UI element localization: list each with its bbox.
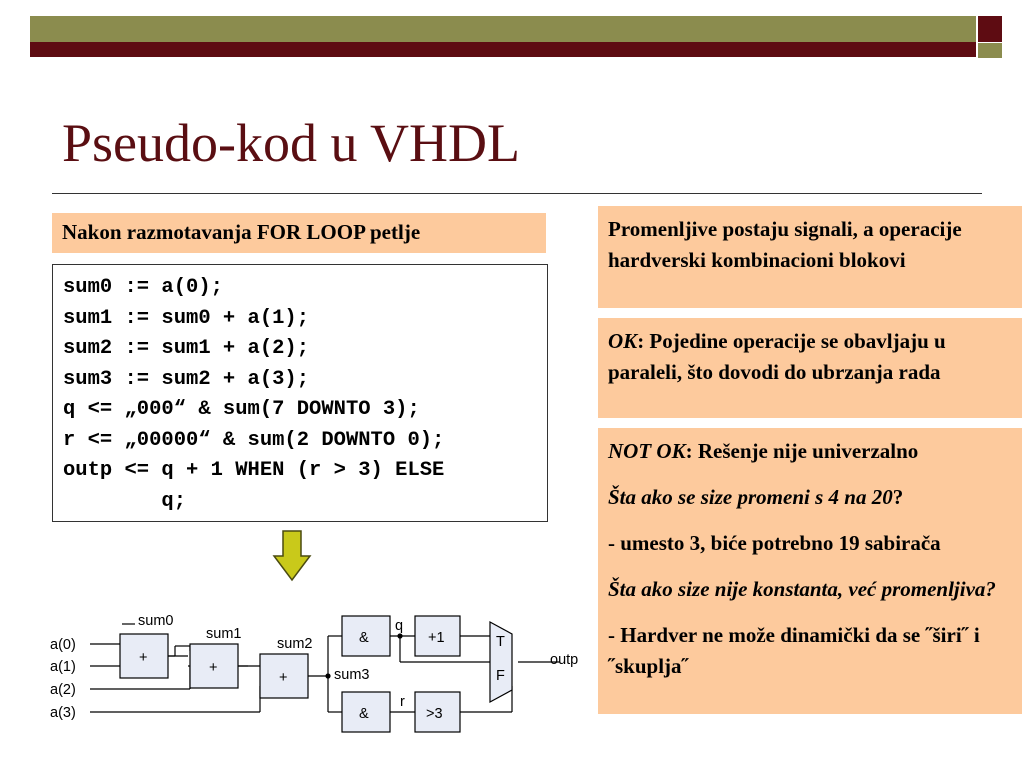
input-a1: a(1) [50,659,76,675]
corner-square-olive [978,43,1002,58]
adders-needed: - umesto 3, biće potrebno 19 sabirača [608,531,941,555]
code-line: q <= „000“ & sum(7 DOWNTO 3); [63,398,420,421]
adder-3-label: + [279,670,287,686]
signal-r: r [400,694,405,710]
signal-q: q [395,618,403,634]
signal-sum2: sum2 [277,636,312,652]
question-size-change: Šta ako se size promeni s 4 na 20 [608,485,893,509]
adder-2-label: + [209,660,217,676]
slide-title: Pseudo-kod u VHDL [62,113,520,173]
signal-sum0: sum0 [138,613,173,629]
code-line: sum2 := sum1 + a(2); [63,337,310,360]
corner-square-maroon [978,16,1002,42]
concat-top-label: & [359,630,369,646]
title-divider [52,193,982,194]
note-not-ok-text: : Rešenje nije univerzalno [685,439,919,463]
code-line: sum1 := sum0 + a(1); [63,306,310,330]
code-heading: Nakon razmotavanja FOR LOOP petlje [52,213,546,253]
note-signals: Promenljive postaju signali, a operacije… [598,206,1022,308]
code-line: outp <= q + 1 WHEN (r > 3) ELSE [63,459,445,482]
input-a2: a(2) [50,682,76,698]
input-a3: a(3) [50,705,76,721]
signal-sum1: sum1 [206,626,241,642]
down-arrow-icon [272,530,312,582]
code-line: sum0 := a(0); [63,276,223,299]
input-a0: a(0) [50,637,76,653]
hardware-diagram: a(0) a(1) a(2) a(3) sum0 sum1 sum2 sum3 … [50,613,578,733]
signal-outp: outp [550,652,578,668]
increment-label: +1 [428,630,445,646]
note-ok-text: : Pojedine operacije se obavljaju u para… [608,329,946,384]
mux-true-label: T [496,634,505,650]
note-not-ok: NOT OK: Rešenje nije univerzalno Šta ako… [598,428,1022,714]
mux-false-label: F [496,668,505,684]
question-size-variable: Šta ako size nije konstanta, već promenl… [608,577,996,601]
code-block: sum0 := a(0); sum1 := sum0 + a(1); sum2 … [52,264,548,522]
signal-sum3: sum3 [334,667,369,683]
note-not-ok-label: NOT OK [608,439,686,463]
top-bar-maroon [30,42,976,57]
question-mark: ? [892,485,904,509]
note-ok-label: OK [608,329,638,353]
hardware-limitation: - Hardver ne može dinamički da se ˝širi˝… [608,623,980,678]
concat-bottom-label: & [359,706,369,722]
adder-1-label: + [139,650,147,666]
code-line: sum3 := sum2 + a(3); [63,367,310,391]
note-ok: OK: Pojedine operacije se obavljaju u pa… [598,318,1022,418]
top-bar-olive [30,16,976,42]
code-line: r <= „00000“ & sum(2 DOWNTO 0); [63,428,445,452]
code-line: q; [63,489,187,513]
compare-label: >3 [426,706,443,722]
